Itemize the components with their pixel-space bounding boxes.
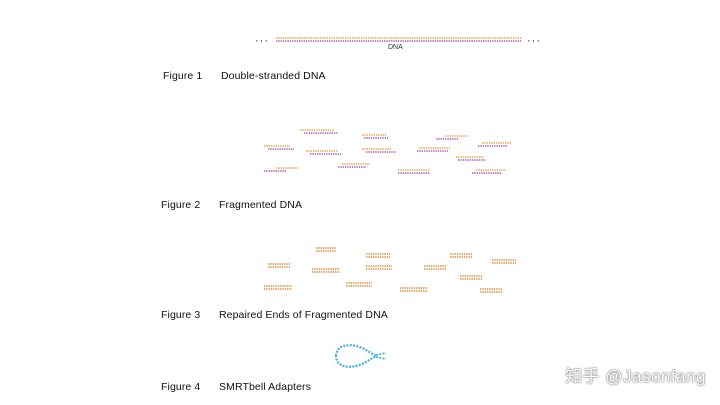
smrtbell-adapter	[334, 344, 387, 368]
adapter-loop	[334, 344, 379, 368]
figure-4-title: SMRTbell Adapters	[219, 381, 311, 393]
figure-1-number: Figure 1	[163, 70, 203, 82]
adapter-stem	[375, 352, 387, 360]
figure-2-title: Fragmented DNA	[219, 199, 303, 211]
figure-4-number: Figure 4	[161, 381, 201, 393]
figure-4-caption: Figure 4 SMRTbell Adapters	[161, 381, 311, 393]
figure-1-caption: Figure 1 Double-stranded DNA	[163, 70, 326, 82]
figure-1-title: Double-stranded DNA	[221, 70, 326, 82]
fragmented-dna	[264, 129, 512, 174]
figure-3-caption: Figure 3 Repaired Ends of Fragmented DNA	[161, 309, 388, 321]
figure-3-number: Figure 3	[161, 309, 201, 321]
figure-2-caption: Figure 2 Fragmented DNA	[161, 199, 302, 211]
watermark: 知乎 @Jasonfang	[565, 367, 706, 386]
ellipsis-left: ···	[255, 35, 269, 47]
double-stranded-dna	[276, 37, 522, 42]
repaired-fragments	[264, 247, 516, 293]
figure-3-title: Repaired Ends of Fragmented DNA	[219, 309, 388, 321]
ellipsis-right: ···	[527, 35, 541, 47]
figure-2-number: Figure 2	[161, 199, 201, 211]
dna-label: DNA	[388, 44, 403, 51]
